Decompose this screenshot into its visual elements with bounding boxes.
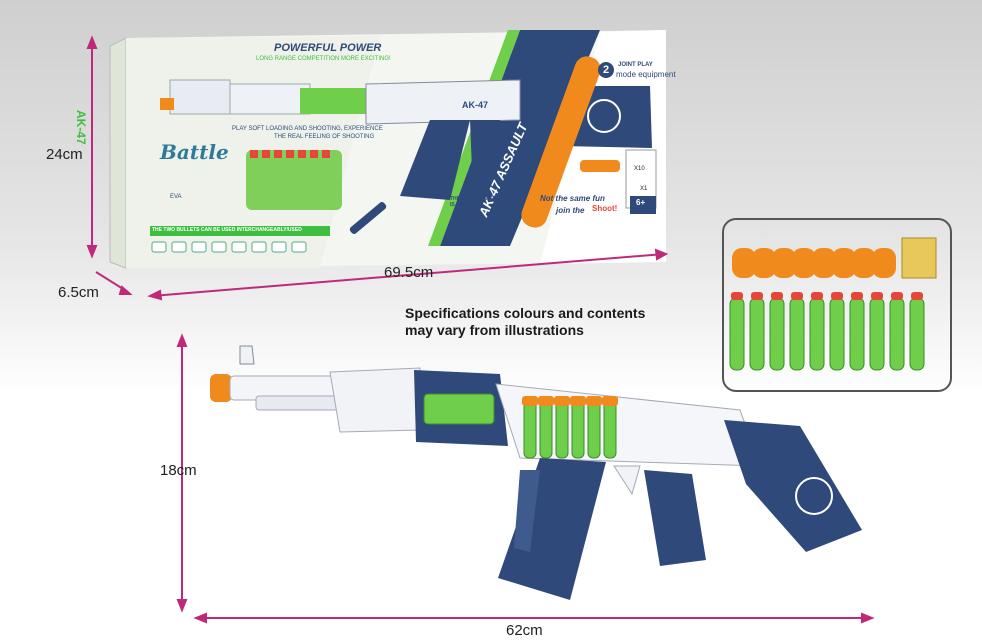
mode-title: JOINT PLAY xyxy=(618,62,653,68)
slogan-1: Not the same fun xyxy=(540,194,605,203)
spec-notice-line-2: may vary from illustrations xyxy=(405,322,584,338)
package-headline: POWERFUL POWER xyxy=(274,42,382,54)
package-tagline-2: THE REAL FEELING OF SHOOTING xyxy=(274,134,375,140)
brand-logo: Battle xyxy=(160,140,229,164)
spec-notice-line-1: Specifications colours and contents xyxy=(405,305,646,321)
package-tagline-1: PLAY SOFT LOADING AND SHOOTING, EXPERIEN… xyxy=(232,126,383,132)
mode-number: 2 xyxy=(598,62,614,78)
eva-note: EVA xyxy=(170,194,182,200)
box-height-label: 24cm xyxy=(46,146,83,163)
slogan-2: join the xyxy=(556,206,585,215)
age-badge: 6+ xyxy=(636,198,646,207)
contents-panel xyxy=(722,218,952,392)
count-soft-darts: X10 xyxy=(634,166,645,172)
count-pack: X1 xyxy=(640,186,648,192)
gun-height-label: 18cm xyxy=(160,462,197,479)
mode-text: mode equipment xyxy=(616,70,676,79)
shoot-badge: Shoot! xyxy=(592,204,618,213)
box-length-label: 69.5cm xyxy=(384,264,434,281)
side-panel-text: AK-47 xyxy=(74,110,88,145)
spec-notice: Specifications colours and contents may … xyxy=(405,305,705,339)
two-bullets-note: THE TWO BULLETS CAN BE USED INTERCHANGEA… xyxy=(152,227,302,233)
model-label: AK-47 xyxy=(462,100,489,110)
box-depth-label: 6.5cm xyxy=(58,284,99,301)
launch-note: THE LAUNCH SPEED IS FASTER xyxy=(450,196,501,208)
gun-length-label: 62cm xyxy=(506,622,543,639)
package-subline: LONG RANGE COMPETITION MORE EXCITING! xyxy=(256,56,391,62)
